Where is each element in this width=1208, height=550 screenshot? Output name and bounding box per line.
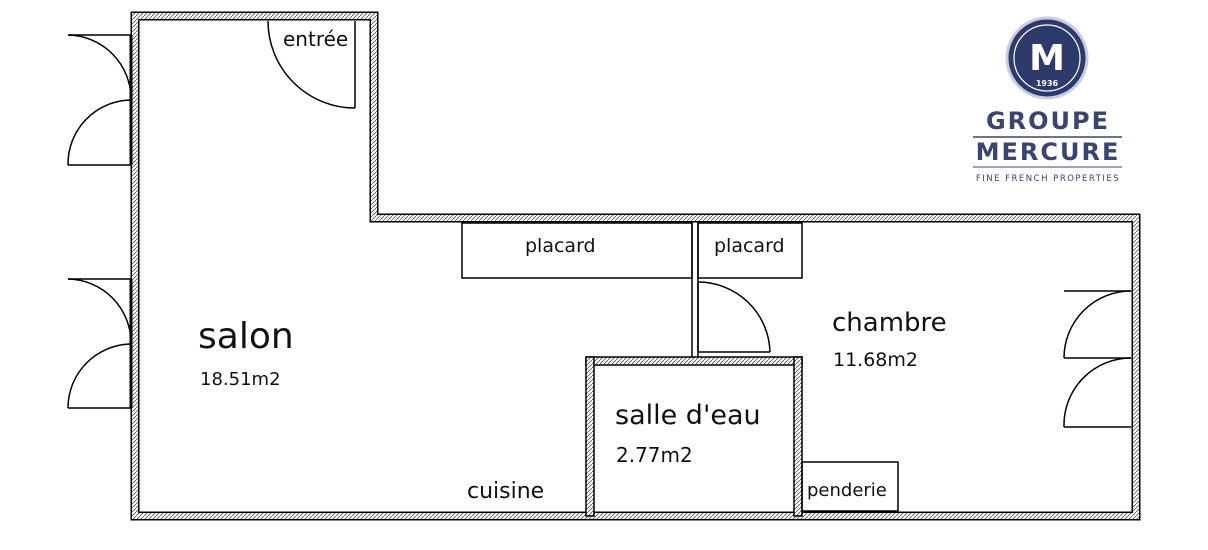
- salon-label: salon: [198, 316, 294, 357]
- groupe-mercure-logo: M 1936 GROUPE MERCURE FINE FRENCH PROPER…: [973, 16, 1122, 184]
- penderie-label: penderie: [807, 480, 887, 501]
- placard-1-label: placard: [525, 235, 596, 257]
- bedroom-door: [697, 281, 771, 353]
- closet-2-outline: [697, 222, 803, 279]
- placard-2-label: placard: [714, 235, 785, 257]
- chambre-area: 11.68m2: [833, 349, 918, 371]
- logo-line1: GROUPE: [986, 107, 1110, 135]
- chambre-label: chambre: [832, 308, 947, 338]
- logo-year: 1936: [1036, 79, 1059, 88]
- salon-area: 18.51m2: [200, 369, 281, 390]
- logo-medallion: [1005, 16, 1089, 100]
- entrance-door: [267, 20, 356, 109]
- exterior-walls-hatch: [132, 13, 1139, 519]
- wardrobe-outline: [801, 461, 899, 512]
- bathroom-walls: [585, 356, 803, 517]
- logo-monogram: M: [1029, 38, 1065, 79]
- closet-1-outline: [461, 222, 693, 279]
- logo-tagline: FINE FRENCH PROPERTIES: [976, 174, 1120, 184]
- interior-floor: [140, 21, 1131, 511]
- salon-window-bottom: [67, 278, 133, 409]
- salle-eau-label: salle d'eau: [615, 400, 761, 431]
- entree-label: entrée: [283, 27, 348, 51]
- cuisine-label: cuisine: [467, 479, 544, 504]
- bedroom-window: [1063, 290, 1132, 428]
- salon-window-top: [67, 34, 133, 166]
- logo-line2: MERCURE: [976, 138, 1121, 166]
- salle-eau-area: 2.77m2: [616, 443, 693, 467]
